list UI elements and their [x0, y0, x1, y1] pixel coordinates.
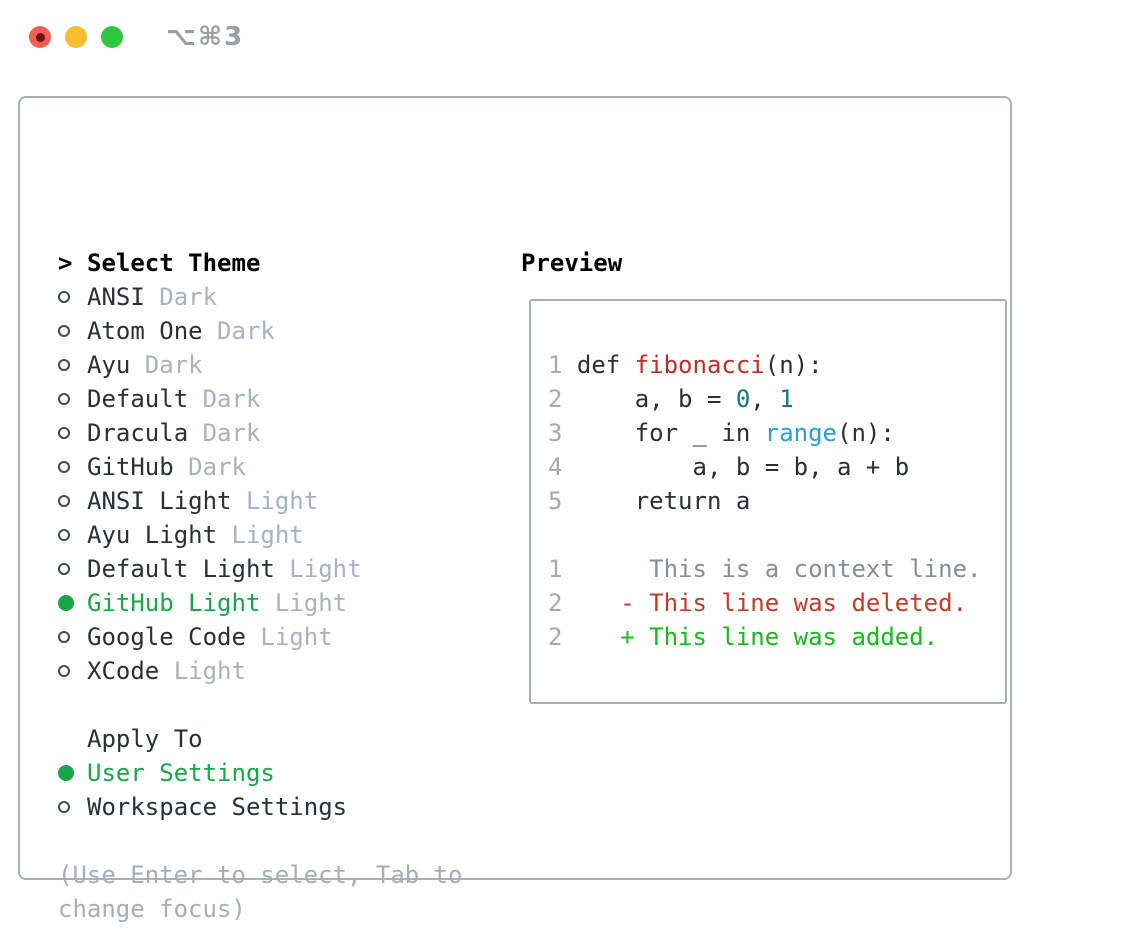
- radio-unselected-icon: [58, 563, 70, 575]
- radio-unselected-icon: [58, 495, 70, 507]
- apply-to-title: Apply To: [87, 725, 203, 753]
- spacer-row: [58, 688, 463, 722]
- apply-option-user-settings[interactable]: User Settings: [58, 756, 463, 790]
- close-dot-icon: [35, 32, 45, 42]
- theme-item-dracula[interactable]: Dracula Dark: [58, 416, 463, 450]
- diff-deleted-line: 2 - This line was deleted.: [548, 589, 968, 617]
- preview-box: 1 def fibonacci(n): 2 a, b = 0, 1 3 for _ …: [529, 299, 1007, 704]
- theme-item-default[interactable]: Default Dark: [58, 382, 463, 416]
- radio-selected-icon: [58, 765, 74, 781]
- radio-unselected-icon: [58, 461, 70, 473]
- apply-option-workspace-settings[interactable]: Workspace Settings: [58, 790, 463, 824]
- item-variant-tag: Dark: [202, 317, 275, 345]
- line-number: 4: [548, 453, 563, 481]
- minimize-button[interactable]: [65, 26, 87, 48]
- theme-item-atom-one[interactable]: Atom One Dark: [58, 314, 463, 348]
- code-line-def: 1 def fibonacci(n):: [548, 351, 823, 379]
- titlebar: ⌥⌘3: [0, 0, 1140, 96]
- item-label: Default Light: [87, 555, 275, 583]
- radio-unselected-icon: [58, 427, 70, 439]
- line-number: 5: [548, 487, 563, 515]
- diff-context-line: 1 This is a context line.: [548, 555, 982, 583]
- apply-to-header: Apply To: [58, 722, 463, 756]
- diff-added-line: 2 + This line was added.: [548, 623, 939, 651]
- line-number: 2: [548, 385, 563, 413]
- item-variant-tag: Light: [159, 657, 246, 685]
- item-variant-tag: Dark: [188, 385, 261, 413]
- code-line-swap: 4 a, b = b, a + b: [548, 453, 910, 481]
- item-variant-tag: Light: [260, 589, 348, 617]
- line-number: 1: [548, 555, 563, 583]
- theme-item-ansi[interactable]: ANSI Dark: [58, 280, 463, 314]
- radio-selected-icon: [58, 595, 74, 611]
- theme-item-google-code[interactable]: Google Code Light: [58, 620, 463, 654]
- select-theme-header: > Select Theme: [58, 246, 463, 280]
- radio-unselected-icon: [58, 359, 70, 371]
- line-number: 2: [548, 623, 563, 651]
- item-label: GitHub Light: [87, 589, 261, 617]
- radio-unselected-icon: [58, 529, 70, 541]
- theme-item-ayu[interactable]: Ayu Dark: [58, 348, 463, 382]
- window-shortcut-label: ⌥⌘3: [166, 22, 245, 52]
- radio-unselected-icon: [58, 393, 70, 405]
- item-variant-tag: Light: [217, 521, 304, 549]
- code-preview: 1 def fibonacci(n): 2 a, b = 0, 1 3 for _ …: [531, 301, 1005, 654]
- item-label: User Settings: [87, 759, 275, 787]
- item-label: Ayu: [87, 351, 131, 379]
- code-line-for: 3 for _ in range(n):: [548, 419, 895, 447]
- code-line-return: 5 return a: [548, 487, 751, 515]
- item-label: Default: [87, 385, 189, 413]
- close-button[interactable]: [29, 26, 51, 48]
- item-label: ANSI Light: [87, 487, 232, 515]
- item-variant-tag: Light: [231, 487, 319, 515]
- theme-item-github-light[interactable]: GitHub Light Light: [58, 586, 463, 620]
- item-label: Dracula: [87, 419, 189, 447]
- theme-item-ayu-light[interactable]: Ayu Light Light: [58, 518, 463, 552]
- radio-unselected-icon: [58, 801, 70, 813]
- preview-title: Preview: [521, 249, 623, 277]
- item-label: GitHub: [87, 453, 174, 481]
- radio-unselected-icon: [58, 325, 70, 337]
- theme-item-xcode[interactable]: XCode Light: [58, 654, 463, 688]
- item-label: Ayu Light: [87, 521, 218, 549]
- item-variant-tag: Dark: [173, 453, 246, 481]
- item-variant-tag: Dark: [144, 283, 218, 311]
- spacer-row: [58, 824, 463, 858]
- item-label: XCode: [87, 657, 160, 685]
- item-label: Atom One: [87, 317, 203, 345]
- line-number: 3: [548, 419, 563, 447]
- theme-item-github[interactable]: GitHub Dark: [58, 450, 463, 484]
- line-number: 1: [548, 351, 563, 379]
- maximize-button[interactable]: [101, 26, 123, 48]
- item-variant-tag: Light: [274, 555, 362, 583]
- item-label: Workspace Settings: [87, 793, 348, 821]
- code-line-assign: 2 a, b = 0, 1: [548, 385, 794, 413]
- help-text-line1: (Use Enter to select, Tab to: [58, 861, 463, 889]
- line-number: 2: [548, 589, 563, 617]
- cursor-icon: >: [58, 249, 73, 277]
- radio-unselected-icon: [58, 291, 70, 303]
- radio-unselected-icon: [58, 665, 70, 677]
- select-theme-title: Select Theme: [87, 249, 261, 277]
- blank-line: [548, 518, 1005, 552]
- item-label: ANSI: [87, 283, 145, 311]
- radio-unselected-icon: [58, 631, 70, 643]
- item-variant-tag: Light: [245, 623, 333, 651]
- theme-item-default-light[interactable]: Default Light Light: [58, 552, 463, 586]
- item-variant-tag: Dark: [130, 351, 203, 379]
- theme-item-ansi-light[interactable]: ANSI Light Light: [58, 484, 463, 518]
- item-variant-tag: Dark: [188, 419, 261, 447]
- help-text-line2: change focus): [58, 895, 246, 923]
- item-label: Google Code: [87, 623, 246, 651]
